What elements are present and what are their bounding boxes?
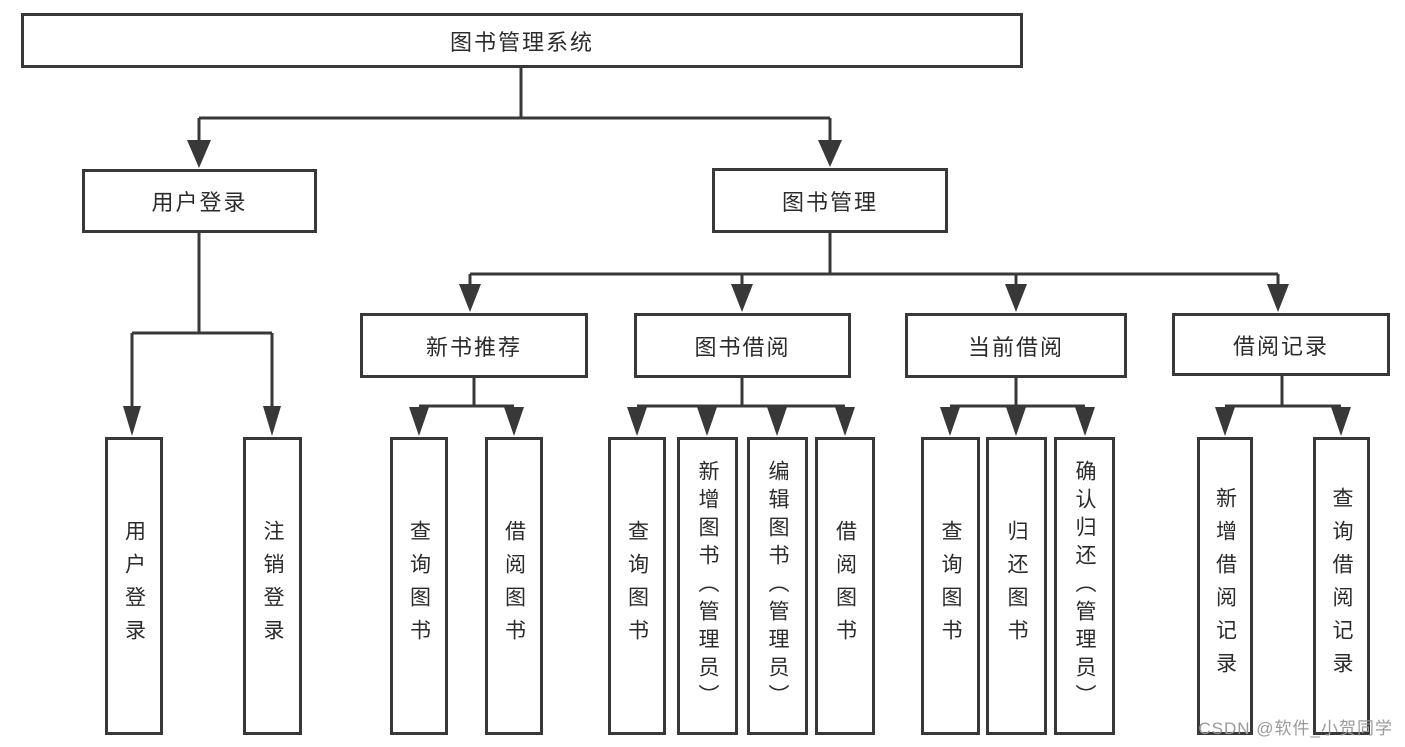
- leaf-label: 查询图书: [407, 520, 431, 652]
- leaf-label: 注销登录: [261, 520, 284, 652]
- node-user-login: 用户登录: [82, 169, 317, 233]
- node-label: 图书借阅: [694, 334, 791, 360]
- node-borrow-records: 借阅记录: [1172, 313, 1390, 376]
- node-label: 新书推荐: [425, 334, 522, 360]
- leaf-label: 确认归还（管理员）: [1073, 460, 1096, 712]
- leaf-borrow-books: 借阅图书: [815, 437, 875, 735]
- arrowheads: [123, 140, 1351, 436]
- leaf-label: 归还图书: [1005, 520, 1028, 652]
- connector-current-borrow-split: [950, 378, 1085, 408]
- leaf-query-borrow-record: 查询借阅记录: [1313, 437, 1370, 735]
- leaf-label: 借阅图书: [502, 520, 526, 652]
- leaf-return-books: 归还图书: [986, 437, 1047, 735]
- leaf-add-borrow-record: 新增借阅记录: [1197, 437, 1253, 735]
- leaf-label: 查询图书: [625, 520, 649, 652]
- connector-new-book-split: [419, 378, 514, 408]
- node-label: 当前借阅: [967, 334, 1064, 360]
- node-book-borrowing: 图书借阅: [634, 313, 851, 378]
- leaf-label: 借阅图书: [833, 520, 857, 652]
- connector-book-borrow-split: [637, 378, 845, 408]
- leaf-confirm-return-admin: 确认归还（管理员）: [1054, 437, 1115, 735]
- connector-book-management-to-level3: [468, 233, 1280, 285]
- connector-borrow-record-split: [1225, 376, 1341, 408]
- node-current-borrowing: 当前借阅: [905, 313, 1127, 378]
- node-label: 图书管理: [781, 189, 878, 215]
- leaf-label: 新增图书（管理员）: [696, 460, 719, 712]
- connector-root-to-level2: [197, 68, 832, 142]
- leaf-newbook-borrow-books: 借阅图书: [485, 437, 543, 735]
- node-new-book-recommend: 新书推荐: [360, 313, 588, 378]
- leaf-label: 编辑图书（管理员）: [766, 460, 789, 712]
- leaf-label: 查询借阅记录: [1330, 487, 1353, 685]
- leaf-newbook-query-books: 查询图书: [390, 437, 448, 735]
- node-book-management: 图书管理: [712, 168, 948, 233]
- leaf-user-login: 用户登录: [105, 437, 163, 735]
- leaf-add-books-admin: 新增图书（管理员）: [677, 437, 738, 735]
- leaf-borrow-query-books: 查询图书: [608, 437, 666, 735]
- node-label: 用户登录: [151, 190, 248, 215]
- leaf-label: 用户登录: [122, 520, 146, 652]
- leaf-edit-books-admin: 编辑图书（管理员）: [747, 437, 808, 735]
- node-library-management-system: 图书管理系统: [21, 13, 1023, 68]
- connector-user-login-to-leaves: [130, 233, 274, 408]
- leaf-logout: 注销登录: [243, 437, 302, 735]
- leaf-label: 新增借阅记录: [1213, 487, 1237, 685]
- node-label: 图书管理系统: [449, 29, 594, 55]
- node-label: 借阅记录: [1232, 333, 1329, 359]
- leaf-current-query-books: 查询图书: [921, 437, 980, 735]
- leaf-label: 查询图书: [939, 520, 962, 652]
- watermark: CSDN @软件_小贺同学: [1198, 719, 1393, 738]
